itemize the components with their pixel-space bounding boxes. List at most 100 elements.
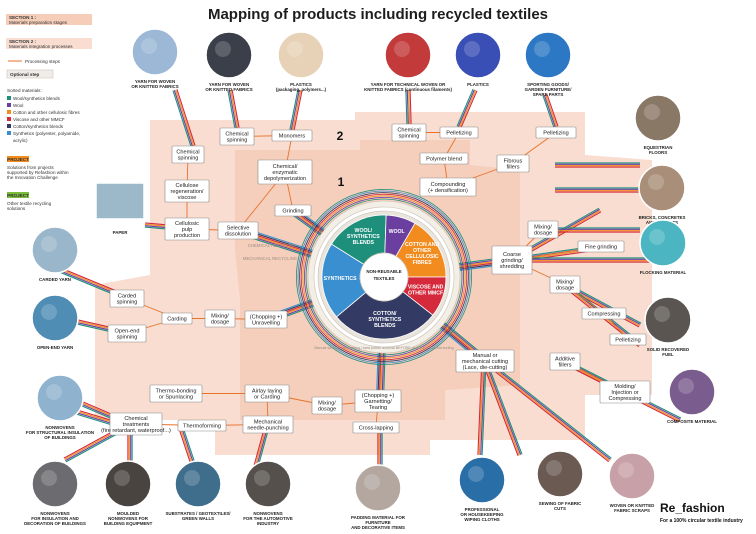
wheel-segment-label: BLENDS [374, 323, 396, 329]
product-caption: DECORATION OF BUILDINGS [24, 521, 86, 526]
product-caption: NONWOVENS [40, 511, 69, 516]
product-photo [524, 31, 572, 79]
step-box [354, 389, 402, 413]
step-box [491, 245, 533, 275]
zone-chemical-label: CHEMICAL RECYCLING [248, 243, 297, 248]
step-label: Grinding [282, 209, 303, 215]
step-box [109, 412, 163, 436]
step-label: Coarse [503, 252, 521, 258]
step-label: Additive [555, 357, 575, 363]
product-caption: YARN FOR TECHNICAL WOVEN OR [371, 82, 446, 87]
step-box [577, 240, 625, 253]
flow-out-22 [289, 89, 303, 131]
product-plastics-r: PLASTICS [454, 31, 502, 87]
legend-other-project-line: solutions [7, 206, 26, 211]
flow-out-25-strand [542, 95, 555, 128]
step-box [217, 221, 259, 240]
product-photo-highlight [364, 474, 380, 490]
product-photo-highlight [41, 236, 57, 252]
product-caption: NONWOVENS [45, 425, 74, 430]
product-caption: FABRIC SCRAPS [614, 508, 650, 513]
step-box [311, 396, 343, 415]
legend-other-project-line: Other textile recycling [7, 201, 52, 206]
product-photo [31, 294, 79, 342]
wheel-center [359, 252, 409, 302]
flow-out-7-strand [482, 360, 520, 456]
legend-project-line: the Innovation Challenge [7, 175, 58, 180]
step-label: Mixing/ [318, 401, 336, 407]
product-substrates: SUBSTRATES / GEOTEXTILES/GREEN WALLS [165, 460, 231, 521]
legend-section2-swatch [6, 38, 92, 49]
product-photo [536, 450, 584, 498]
step-box [164, 217, 210, 241]
product-caption: OR KNITTED FABRICS [205, 87, 252, 92]
step-label: pulp [182, 227, 193, 233]
product-photo [36, 374, 84, 422]
flow-out-10 [377, 433, 383, 470]
product-photo [31, 226, 79, 274]
step-box [439, 126, 479, 139]
flow-out-2 [512, 257, 650, 263]
step-label: regeneration/ [171, 189, 204, 195]
wheel-segment-label: COTTON/ [373, 311, 397, 317]
step-label: spinning [117, 335, 138, 341]
flow-out-14-strand [65, 430, 121, 462]
product-paper: PAPER [95, 182, 145, 235]
product-caption: WOVEN OR KNITTED [610, 503, 655, 508]
flow-out-22-strand [290, 89, 300, 130]
product-photo-highlight [648, 174, 664, 190]
product-bricks: BRICKS, CONCRETESAND CEMENTS [638, 164, 686, 225]
flow-out-7-strand [485, 359, 523, 455]
product-photo [644, 296, 692, 344]
step-note: (Lace, die-cutting) [463, 365, 508, 371]
step-label: or Carding [254, 395, 280, 401]
legend-material-label: acrylic) [13, 138, 28, 143]
step-pellet-tr: Pelletizing [535, 126, 577, 139]
flow-out-21-strand [228, 90, 237, 129]
product-sporting: SPORTING GOODS/GARDEN FURNITURE/SPARE PA… [524, 31, 572, 97]
flow-out-27 [555, 187, 640, 193]
step-box [149, 384, 203, 403]
product-caption: COMPOSITE MATERIAL [667, 419, 717, 424]
product-caption: OR KNITTED FABRICS [131, 84, 178, 89]
step-monomers: Monomers [271, 129, 313, 142]
product-caption: INDUSTRY [257, 521, 279, 526]
flow-out-20 [172, 89, 196, 147]
step-fine-grind: Fine grinding [577, 240, 625, 253]
flow-out-11-strand [252, 429, 265, 470]
flow-out-13 [127, 430, 133, 465]
wheel-segment-label: WOOL/ [355, 228, 373, 234]
step-label: dosage [534, 231, 552, 237]
step-label: Pelletizing [446, 131, 472, 137]
legend-material-swatch [7, 117, 11, 121]
step-box [257, 159, 313, 185]
wheel-band [303, 196, 464, 357]
step-label: Unravelling [252, 321, 280, 327]
product-photo-highlight [141, 38, 157, 54]
step-carding: Carding [161, 312, 193, 325]
step-label: (Chopping +) [250, 315, 283, 321]
product-caption: PLASTICS [467, 82, 489, 87]
step-label: Pelletizing [615, 338, 641, 344]
step-label: viscose [178, 195, 197, 201]
product-photo-highlight [678, 378, 694, 394]
step-label: mechanical cutting [462, 359, 508, 365]
step-label: Fine grinding [585, 245, 617, 251]
wheel-segment-label: SYNTHETICS [368, 317, 401, 323]
flow-out-24 [456, 88, 478, 129]
legend-other-project-tag-text: PROJECT [7, 193, 29, 198]
legend-processing-steps: Processing steps [25, 59, 61, 64]
brand-tagline: For a 100% circular textile industry [660, 518, 743, 524]
step-label: Chemical/ [273, 164, 298, 170]
wheel-band [300, 193, 468, 361]
